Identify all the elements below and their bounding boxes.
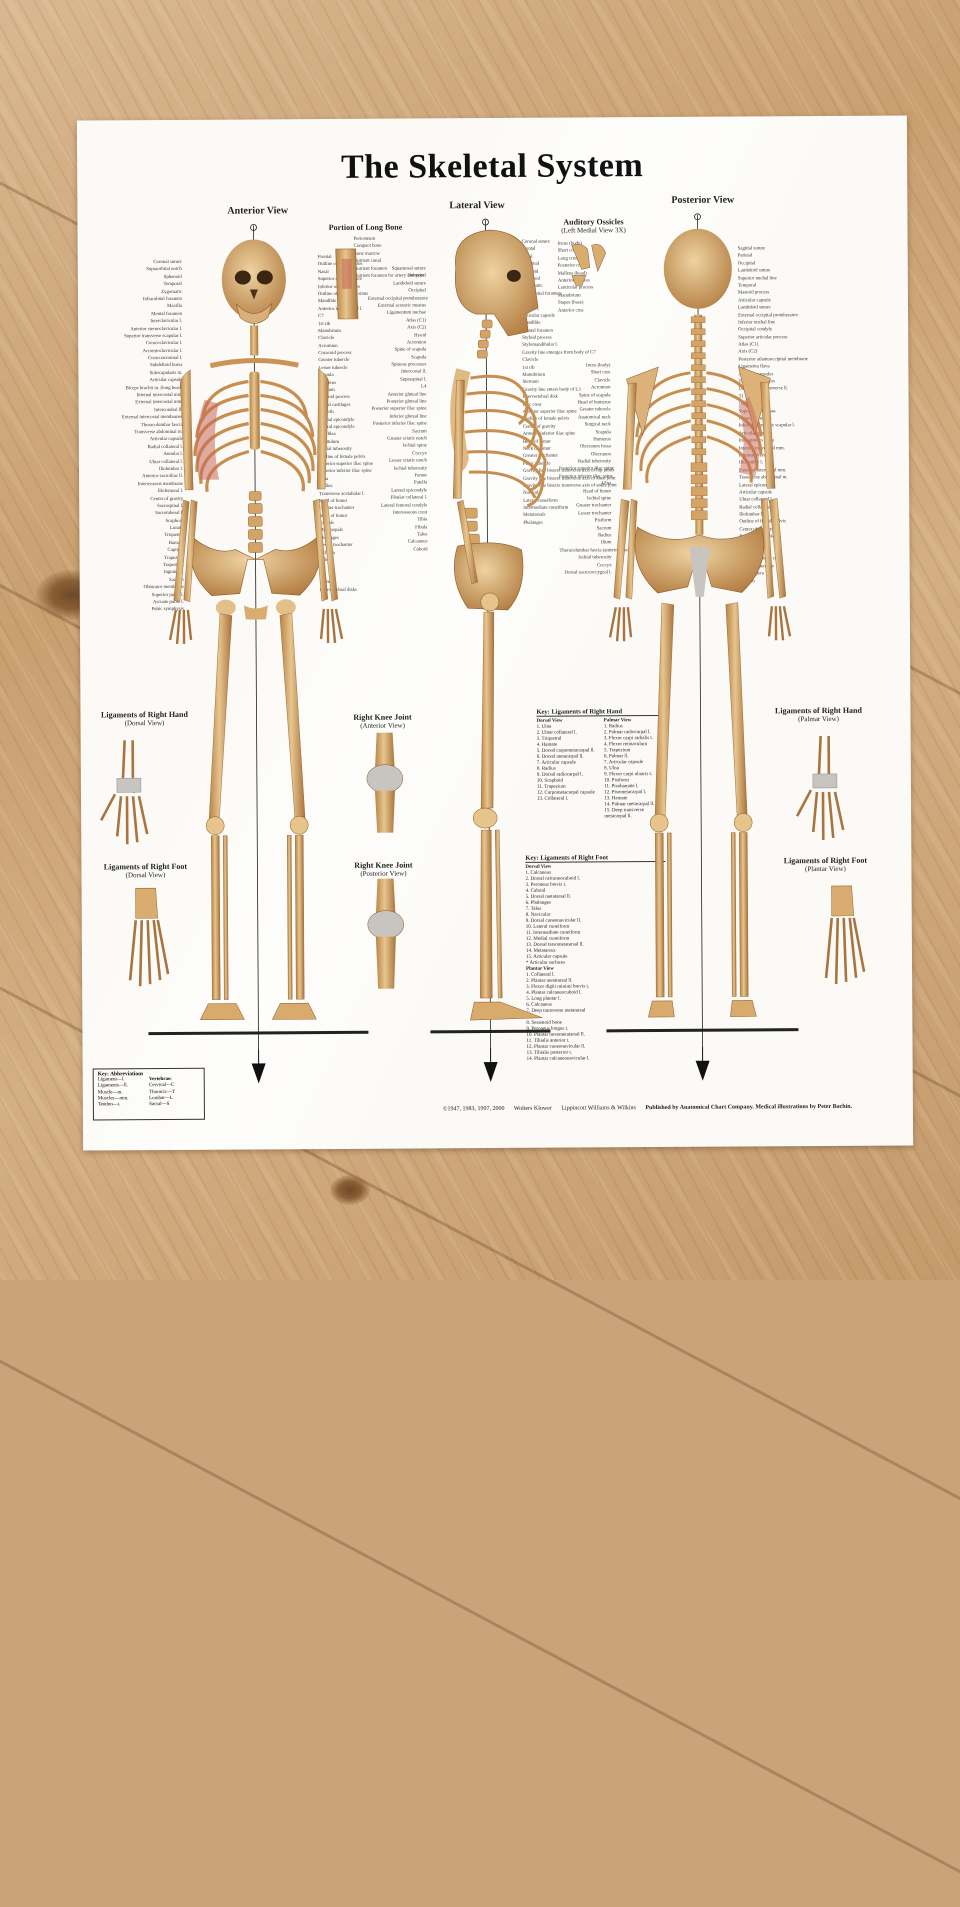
foot-plantar-illustration: [824, 885, 866, 984]
hand-palmar-illustration: [795, 735, 845, 841]
ossicles-illustration: [571, 243, 606, 286]
skeleton-illustrations: [99, 213, 866, 1084]
wood-knot: [330, 1175, 370, 1205]
foot-dorsal-illustration: [128, 887, 170, 987]
anterior-skeleton: [148, 224, 369, 1084]
knee-anterior-illustration: [366, 732, 404, 833]
plank-seam: [0, 1200, 960, 1907]
skeletal-system-poster: The Skeletal System Anterior View Latera…: [76, 115, 914, 1151]
posterior-skeleton: [606, 213, 799, 1082]
long-bone-illustration: [335, 248, 359, 320]
hand-dorsal-illustration: [99, 740, 149, 845]
lateral-skeleton: [430, 218, 551, 1083]
knee-posterior-illustration: [367, 878, 405, 989]
